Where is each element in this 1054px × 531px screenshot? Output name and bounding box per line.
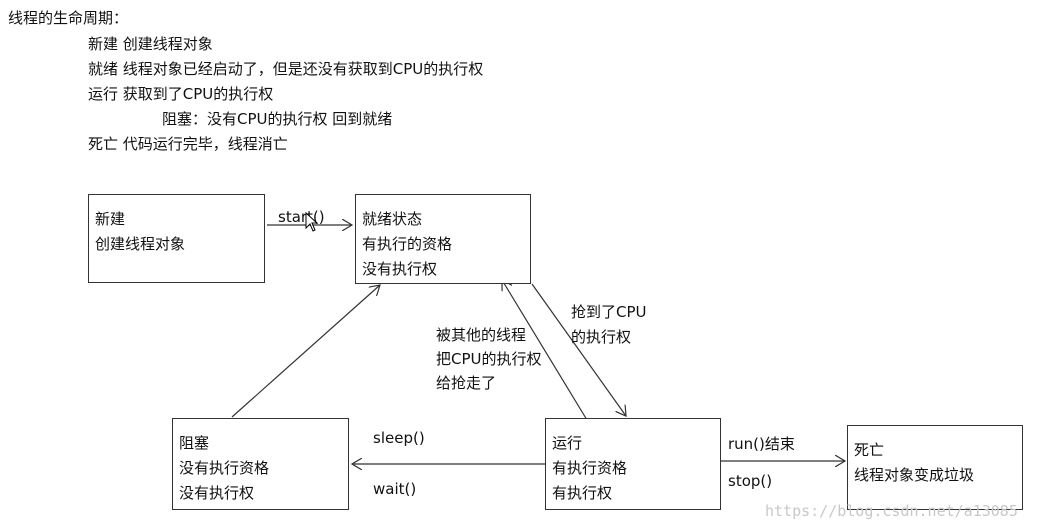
header-line-blocked: 阻塞：没有CPU的执行权 回到就绪	[162, 110, 393, 128]
state-ready-line-2: 没有执行权	[362, 260, 438, 278]
state-running-line-1: 有执行资格	[552, 459, 628, 477]
label-preempt-3: 给抢走了	[436, 374, 497, 392]
header-line-running: 运行 获取到了CPU的执行权	[88, 85, 274, 103]
label-run-end: run()结束	[728, 435, 795, 453]
state-blocked-line-2: 没有执行权	[179, 484, 255, 502]
arrow-back-to-ready	[231, 285, 380, 418]
state-ready-line-1: 有执行的资格	[362, 235, 453, 253]
state-running-title: 运行	[552, 434, 583, 452]
state-running-line-2: 有执行权	[552, 484, 613, 502]
mouse-cursor-icon	[305, 212, 319, 232]
state-box-running: 运行 有执行资格 有执行权	[545, 418, 721, 510]
state-new-desc: 创建线程对象	[95, 235, 186, 253]
state-box-new: 新建 创建线程对象	[88, 194, 265, 283]
state-blocked-line-1: 没有执行资格	[179, 459, 270, 477]
watermark: https://blog.csdn.net/a13085	[765, 502, 1018, 520]
state-dead-desc: 线程对象变成垃圾	[854, 466, 975, 484]
state-ready-title: 就绪状态	[362, 210, 423, 228]
state-new-title: 新建	[95, 210, 126, 228]
arrow-grab-cpu	[531, 283, 626, 416]
state-box-dead: 死亡 线程对象变成垃圾	[847, 425, 1023, 510]
state-blocked-title: 阻塞	[179, 434, 210, 452]
label-grab-1: 抢到了CPU	[571, 303, 647, 321]
arrow-preempted	[502, 280, 588, 421]
label-sleep: sleep()	[373, 429, 425, 447]
label-preempt-1: 被其他的线程	[436, 326, 527, 344]
state-box-ready: 就绪状态 有执行的资格 没有执行权	[355, 194, 531, 284]
label-preempt-2: 把CPU的执行权	[436, 350, 542, 368]
header-line-new: 新建 创建线程对象	[88, 35, 213, 53]
header-line-ready: 就绪 线程对象已经启动了，但是还没有获取到CPU的执行权	[88, 60, 484, 78]
label-wait: wait()	[373, 480, 417, 498]
state-dead-title: 死亡	[854, 441, 885, 459]
header-line-dead: 死亡 代码运行完毕，线程消亡	[88, 135, 288, 153]
state-box-blocked: 阻塞 没有执行资格 没有执行权	[172, 418, 349, 510]
page-title: 线程的生命周期：	[8, 9, 129, 27]
label-grab-2: 的执行权	[571, 328, 632, 346]
label-stop: stop()	[728, 472, 773, 490]
